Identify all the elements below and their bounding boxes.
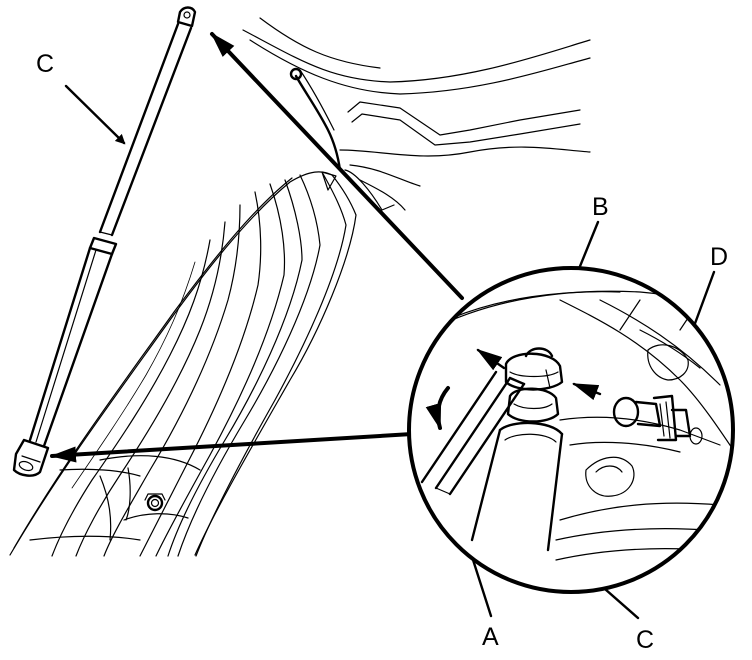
leader-c-top	[64, 84, 126, 145]
label-d: D	[710, 243, 728, 271]
label-b: B	[592, 193, 609, 221]
arrow-to-bottom-socket	[50, 432, 414, 463]
pry-up-arrow	[476, 348, 506, 371]
vehicle-body	[9, 17, 591, 557]
callout-labels: C B D A C	[36, 50, 728, 654]
label-a: A	[482, 623, 499, 651]
body-ball-stud	[144, 493, 166, 512]
support-strut	[12, 6, 197, 477]
detail-ball-stud	[612, 394, 703, 445]
label-c-bottom: C	[636, 626, 654, 654]
push-arrow	[572, 382, 602, 401]
label-c-top: C	[36, 50, 54, 78]
arrow-to-top-socket	[210, 32, 464, 300]
detail-view	[407, 266, 735, 594]
rotate-arrow	[425, 386, 450, 430]
